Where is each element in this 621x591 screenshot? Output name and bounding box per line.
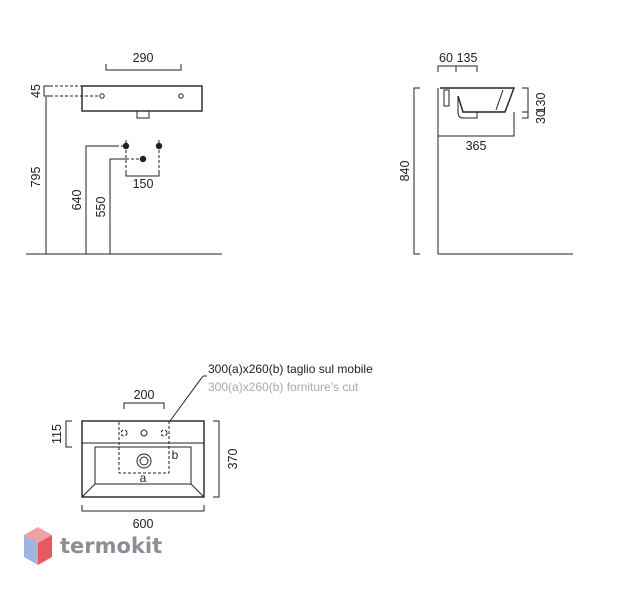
dim-130-label: 130	[534, 93, 548, 114]
cut-note-leader	[169, 375, 204, 422]
cut-note-main: 300(a)x260(b) taglio sul mobile	[208, 362, 373, 376]
dim-550-line	[109, 158, 126, 254]
fixing-hole-left	[99, 93, 105, 99]
dim-370-label: 370	[226, 449, 240, 470]
dim-150-bracket	[125, 171, 160, 177]
front-view: 290 45 795 640 550 150	[26, 51, 222, 255]
basin-drain-trap	[457, 96, 478, 119]
logo-cube-left	[24, 535, 38, 565]
dim-130-bracket	[522, 87, 529, 113]
dim-135-label: 135	[457, 51, 478, 65]
dim-60-bracket	[437, 65, 457, 72]
fixing-hole-right	[178, 93, 184, 99]
side-view: 840 60 135 130 30 365	[398, 51, 573, 255]
dim-290-label: 290	[133, 51, 154, 65]
basin-side-profile	[440, 87, 516, 113]
dim-45-label: 45	[29, 84, 43, 98]
dim-30-bracket	[522, 112, 529, 119]
dim-30-label: 30	[534, 110, 548, 124]
dim-45-bracket	[43, 85, 50, 97]
dim-115-bracket	[65, 420, 72, 448]
dim-365-bracket	[437, 130, 515, 137]
dim-115-label: 115	[50, 424, 64, 444]
tap-hole-center	[140, 429, 148, 437]
dim-640-line	[85, 145, 116, 254]
cut-label-b: b	[172, 448, 179, 462]
drain-outer	[136, 453, 152, 469]
basin-wall-bracket	[443, 89, 450, 107]
dim-600-bracket	[81, 505, 205, 512]
dim-840-label: 840	[398, 161, 412, 182]
dim-370-bracket	[213, 420, 220, 498]
basin-top-outline	[81, 420, 205, 498]
drain-inner	[139, 456, 149, 466]
dim-600-label: 600	[133, 517, 154, 531]
basin-drain-stub	[136, 110, 150, 119]
basin-front-body	[81, 85, 203, 112]
top-view: 300(a)x260(b) taglio sul mobile 300(a)x2…	[50, 362, 373, 531]
drain-connection	[139, 155, 147, 163]
basin-corner-left	[81, 483, 96, 498]
dim-550-label: 550	[94, 197, 108, 218]
cut-label-a: a	[140, 471, 147, 485]
dim-150-label: 150	[133, 177, 154, 191]
termokit-logo: termokit	[24, 527, 162, 565]
basin-corner-right	[190, 483, 205, 498]
logo-wordmark: termokit	[60, 534, 162, 558]
dim-795-label: 795	[29, 167, 43, 188]
basin-inner-line	[495, 89, 504, 111]
cut-outline	[118, 420, 170, 474]
cut-note-sub: 300(a)x260(b) forniture's cut	[208, 380, 359, 394]
tap-hole-left	[120, 429, 128, 437]
dim-200-label: 200	[134, 388, 155, 402]
tap-hole-right	[160, 429, 168, 437]
dim-60-label: 60	[439, 51, 453, 65]
logo-cube-right	[38, 535, 52, 565]
dim-640-label: 640	[70, 190, 84, 211]
dim-290-bracket	[105, 64, 182, 71]
dim-840-bracket	[413, 87, 420, 255]
dim-365-label: 365	[466, 139, 487, 153]
dim-135-bracket	[456, 65, 478, 72]
dim-200-bracket	[123, 402, 165, 409]
